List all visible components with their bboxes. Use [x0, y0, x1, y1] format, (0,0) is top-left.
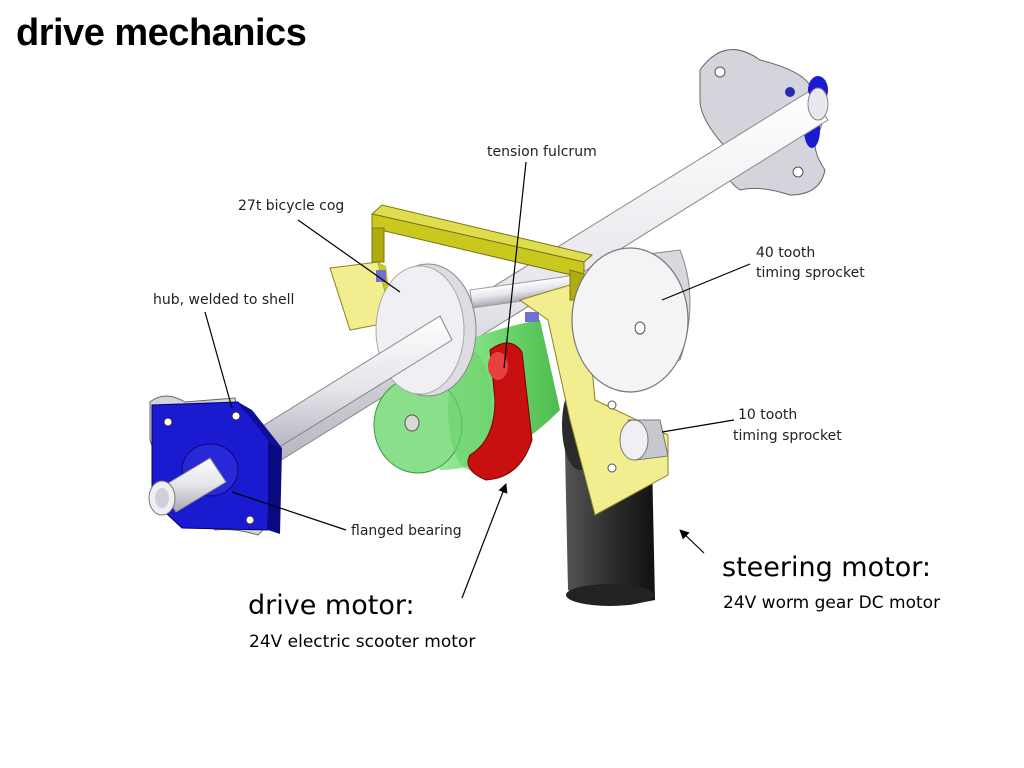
tension-arm	[467, 342, 533, 481]
arrowhead-icon	[461, 483, 508, 599]
leader-sprocket-40	[661, 263, 751, 301]
sprocket-40-tooth	[571, 247, 691, 393]
leader-tension-fulcrum	[503, 161, 527, 369]
label-hub: hub, welded to shell	[153, 292, 294, 308]
drive-motor-heading: drive motor:	[248, 590, 415, 621]
label-sprocket-40-line1: 40 tooth	[756, 245, 815, 261]
leader-bicycle-cog	[297, 219, 401, 293]
label-sprocket-10-line1: 10 tooth	[738, 407, 797, 423]
steering-motor-heading: steering motor:	[722, 552, 931, 583]
drive-motor-description: 24V electric scooter motor	[249, 632, 475, 652]
label-sprocket-40-line2: timing sprocket	[756, 265, 865, 281]
left-hub-assembly	[148, 395, 282, 536]
leader-flanged-bearing	[231, 491, 347, 531]
label-sprocket-10-line2: timing sprocket	[733, 428, 842, 444]
leader-sprocket-10	[661, 419, 735, 433]
label-flanged-bearing: flanged bearing	[351, 523, 462, 539]
top-tension-bar	[370, 204, 594, 301]
sprocket-10-tooth	[619, 419, 669, 461]
steering-motor-description: 24V worm gear DC motor	[723, 593, 940, 613]
label-tension-fulcrum: tension fulcrum	[487, 144, 597, 160]
slide-title: drive mechanics	[16, 12, 307, 54]
leader-hub	[204, 311, 233, 409]
label-bicycle-cog: 27t bicycle cog	[238, 198, 344, 214]
arrowhead-icon	[679, 529, 705, 554]
